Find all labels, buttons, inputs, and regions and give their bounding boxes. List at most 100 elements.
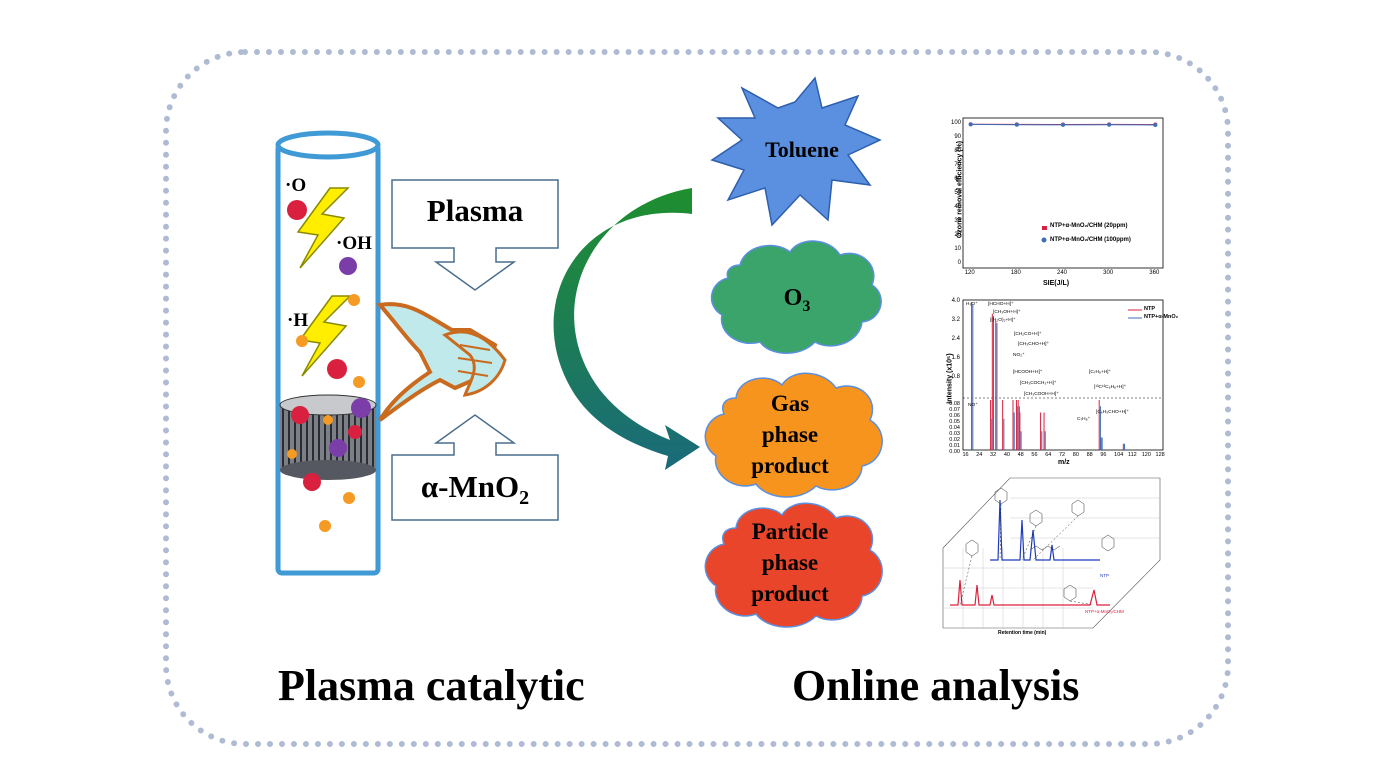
ms-legend-mno2: NTP+α-MnO₂: [1144, 314, 1179, 320]
ms-ytick-lower: 0.01: [949, 443, 960, 449]
gas-product-line-1: Gas: [770, 391, 810, 416]
ms-ytick-upper: 2.4: [951, 336, 960, 342]
gas-product-line-3: product: [751, 453, 829, 478]
ms-xtick-label: 120: [1141, 452, 1151, 458]
ms-ytick-lower: 0.08: [949, 401, 960, 407]
ozone-xlabel: SIE(J/L): [1043, 280, 1070, 287]
ms-ytick-lower: 0.04: [949, 425, 960, 431]
ozone-xtick-label: 120: [964, 270, 975, 276]
gas-product-label: Gas phase product: [730, 388, 850, 481]
ms-xtick-label: 56: [1031, 452, 1038, 458]
ms-xtick-label: 16: [962, 452, 969, 458]
ms-xtick-label: 112: [1127, 452, 1137, 458]
plasma-label: Plasma: [426, 193, 524, 228]
footer-plasma-catalytic: Plasma catalytic: [278, 661, 585, 710]
ms-annotation: [C₆H₅CHO+H]⁺: [1096, 410, 1129, 415]
gcms-legend-mno2: NTP+α-MnO₂/CHM: [1085, 609, 1124, 614]
ozone-ytick-label: 20: [954, 232, 961, 238]
radical-h-label: ·H: [287, 310, 309, 331]
ozone-ytick-label: 40: [954, 204, 961, 210]
ozone-ytick-label: 90: [954, 134, 961, 140]
particle-product-line-1: Particle: [751, 519, 829, 544]
ms-annotation: [HCHO+H]⁺: [988, 302, 1014, 307]
ozone-ytick-label: 70: [954, 162, 961, 168]
ms-annotation: H₃O⁺: [966, 302, 978, 307]
toluene-star-shape: [710, 76, 882, 227]
catalyst-callout: [391, 414, 559, 521]
ms-annotation: [CH₃CHO+H]⁺: [1018, 342, 1050, 347]
ms-ytick-upper: 0.8: [951, 374, 960, 380]
ozone-ytick-label: 100: [950, 120, 961, 126]
ozone-data-point: [1153, 122, 1158, 127]
ozone-data-point: [1061, 122, 1065, 127]
dotted-frame: [163, 49, 1231, 747]
ms-ytick-lower: 0.02: [949, 437, 960, 443]
lightning-bolt-icon: [296, 187, 350, 269]
ms-ytick-lower: 0.07: [949, 407, 960, 413]
particle-product-line-2: phase: [761, 550, 819, 575]
radical-o-label: ·O: [285, 175, 307, 196]
ozone-ytick-label: 50: [954, 190, 961, 196]
ms-annotation: [CH₃COOH+H]⁺: [1024, 392, 1059, 397]
ozone-xtick-label: 240: [1057, 270, 1068, 276]
ms-xtick-label: 40: [1003, 452, 1010, 458]
toluene-label: Toluene: [765, 137, 839, 162]
gcms-xlabel: Retention time (min): [998, 630, 1047, 636]
ms-xtick-label: 128: [1155, 452, 1165, 458]
ozone-subscript: 3: [802, 297, 811, 315]
ms-peaks-group: [971, 302, 1126, 450]
ms-annotation: [HCOOH+H]⁺: [1013, 370, 1043, 375]
radical-oh-label: ·OH: [336, 233, 372, 254]
ozone-ytick-label: 60: [954, 176, 961, 182]
ms-annotation: C₇H₈⁺: [1077, 417, 1091, 422]
ozone-series-group: [968, 122, 1158, 127]
ms-ytick-upper: 4.0: [951, 298, 960, 304]
ms-annotation: NO⁺: [968, 403, 978, 408]
ms-xtick-label: 88: [1086, 452, 1093, 458]
ms-xtick-label: 24: [976, 452, 983, 458]
ozone-ytick-label: 0: [957, 260, 961, 266]
gcms-3d-chart: [942, 477, 1161, 629]
gas-product-line-2: phase: [761, 422, 819, 447]
ozone-data-point: [1107, 122, 1112, 127]
ozone-ytick-label: 10: [954, 246, 961, 252]
ozone-xtick-label: 180: [1010, 270, 1021, 276]
ms-xtick-label: 32: [990, 452, 997, 458]
curved-arrow: [553, 188, 700, 470]
ms-ytick-lower: 0.03: [949, 431, 960, 437]
ozone-legend-1: NTP+α-MnO₂/CHM (20ppm): [1050, 223, 1128, 229]
ms-xtick-label: 104: [1114, 452, 1124, 458]
ms-annotation: [(H₂O)₂+H]⁺: [990, 318, 1016, 323]
ozone-xtick-label: 300: [1103, 270, 1114, 276]
plasma-callout: [391, 179, 559, 291]
ozone-chart: [962, 117, 1164, 269]
particle-product-cloud-shape: [704, 502, 883, 628]
radical-particles: [287, 200, 371, 532]
ozone-cloud-shape: [710, 240, 882, 354]
mass-spectrum-chart: [962, 299, 1164, 451]
ozone-data-point: [968, 122, 973, 127]
ms-annotation: [CH₃OH+H]⁺: [993, 310, 1021, 315]
ms-ytick-lower: 0.05: [949, 419, 960, 425]
ms-ytick-lower: 0.00: [949, 449, 960, 455]
ms-ytick-lower: 0.06: [949, 413, 960, 419]
ms-xtick-label: 96: [1100, 452, 1107, 458]
particle-product-line-3: product: [751, 581, 829, 606]
legend-swatch-red: [1042, 226, 1047, 230]
ozone-ytick-label: 30: [954, 218, 961, 224]
particle-product-label: Particle phase product: [730, 516, 850, 609]
ozone-ytick-label: 80: [954, 148, 961, 154]
gas-product-cloud-shape: [704, 372, 883, 498]
ozone-data-point: [1014, 122, 1019, 127]
ms-xlabel: m/z: [1058, 459, 1070, 466]
ms-annotation: [¹³C¹²C₆H₈+H]⁺: [1094, 385, 1127, 390]
ms-annotation: NO₂⁺: [1013, 353, 1025, 358]
catalyst-subscript: 2: [519, 487, 530, 510]
footer-online-analysis: Online analysis: [792, 661, 1080, 710]
ozone-legend-2: NTP+α-MnO₂/CHM (100ppm): [1050, 237, 1131, 243]
ms-xtick-label: 48: [1017, 452, 1024, 458]
ms-xtick-label: 64: [1045, 452, 1052, 458]
ms-xtick-label: 80: [1072, 452, 1079, 458]
ms-annotation: [CH₃COCH₃+H]⁺: [1020, 381, 1057, 386]
ms-ytick-upper: 3.2: [951, 317, 960, 323]
